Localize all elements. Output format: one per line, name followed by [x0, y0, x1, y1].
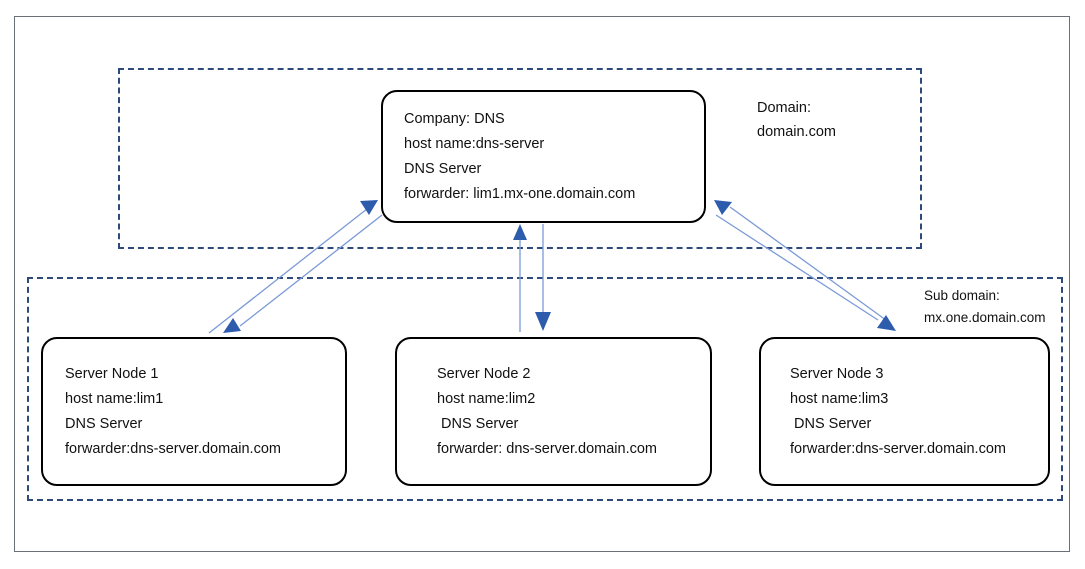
- node-server-node-3-line-4: forwarder:dns-server.domain.com: [790, 440, 1006, 457]
- node-server-node-1-line-4: forwarder:dns-server.domain.com: [65, 440, 281, 457]
- node-server-node-3-line-2: host name:lim3: [790, 390, 889, 407]
- node-dns-server-line-3: DNS Server: [404, 160, 482, 177]
- node-server-node-2-line-2: host name:lim2: [437, 390, 536, 407]
- node-server-node-1-line-2: host name:lim1: [65, 390, 164, 407]
- node-server-node-1[interactable]: Server Node 1 host name:lim1 DNS Server …: [41, 337, 347, 486]
- node-dns-server-line-1: Company: DNS: [404, 110, 505, 127]
- node-server-node-2-line-1: Server Node 2: [437, 365, 531, 382]
- zone-domain-caption: Domain: domain.com: [757, 96, 836, 144]
- node-dns-server[interactable]: Company: DNS host name:dns-server DNS Se…: [381, 90, 706, 223]
- node-dns-server-line-4: forwarder: lim1.mx-one.domain.com: [404, 185, 636, 202]
- node-server-node-3-line-1: Server Node 3: [790, 365, 884, 382]
- node-server-node-2[interactable]: Server Node 2 host name:lim2 DNS Server …: [395, 337, 712, 486]
- zone-subdomain-caption: Sub domain: mx.one.domain.com: [924, 285, 1046, 329]
- node-server-node-3-line-3: DNS Server: [790, 415, 872, 432]
- zone-subdomain: [27, 277, 1063, 501]
- node-server-node-2-line-3: DNS Server: [437, 415, 519, 432]
- node-server-node-2-line-4: forwarder: dns-server.domain.com: [437, 440, 657, 457]
- node-server-node-3[interactable]: Server Node 3 host name:lim3 DNS Server …: [759, 337, 1050, 486]
- node-dns-server-line-2: host name:dns-server: [404, 135, 545, 152]
- node-server-node-1-line-1: Server Node 1: [65, 365, 159, 382]
- node-server-node-1-line-3: DNS Server: [65, 415, 143, 432]
- zone-domain-caption-label: Domain:: [757, 100, 811, 116]
- zone-domain-caption-value: domain.com: [757, 124, 836, 140]
- zone-subdomain-caption-label: Sub domain:: [924, 288, 1000, 303]
- zone-subdomain-caption-value: mx.one.domain.com: [924, 310, 1046, 325]
